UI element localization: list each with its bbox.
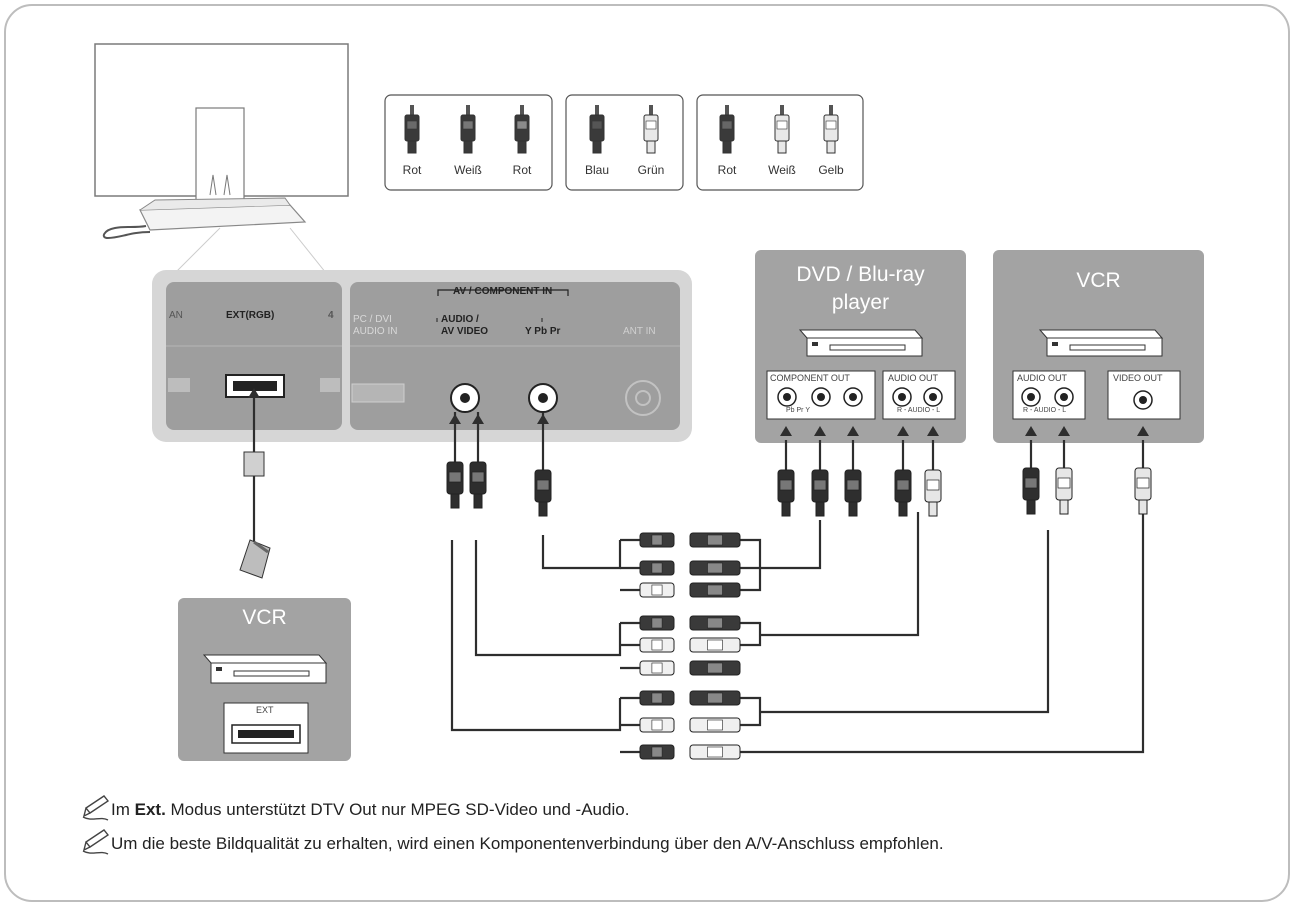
- note1-bold: Ext.: [134, 800, 166, 819]
- dvd-audio-sub-label: R - AUDIO - L: [897, 407, 941, 414]
- legend-label: Gelb: [818, 163, 844, 177]
- legend-label: Blau: [584, 163, 610, 177]
- legend-plug: [823, 105, 839, 154]
- connection-arrows: [248, 388, 1149, 436]
- rca-plug: [534, 469, 552, 517]
- rca-adapter: [639, 582, 675, 598]
- legend-label: Rot: [402, 163, 422, 177]
- rca-plug: [811, 469, 829, 517]
- dvd-title-line2: player: [831, 291, 890, 314]
- rca-plug: [924, 469, 942, 517]
- rca-adapter: [639, 532, 675, 548]
- rca-adapter: [639, 690, 675, 706]
- rca-plug: [1022, 467, 1040, 515]
- dvd-title-line1: DVD / Blu-ray: [796, 263, 925, 286]
- legend-plugs: [404, 105, 839, 154]
- rca-plug: [469, 461, 487, 509]
- legend-plug: [589, 105, 605, 154]
- vcr-audio-out-label: AUDIO OUT: [1017, 373, 1068, 383]
- device-port-panels: [223, 370, 1181, 754]
- legend-plug: [719, 105, 735, 154]
- legend-label: Rot: [512, 163, 532, 177]
- rca-adapter: [689, 582, 741, 598]
- rca-plug: [894, 469, 912, 517]
- legend-label: Weiß: [768, 163, 796, 177]
- av-video-label: AV VIDEO: [441, 326, 489, 337]
- dvd-player-icon: [798, 329, 924, 357]
- rca-adapter: [689, 532, 741, 548]
- av-component-header: AV / COMPONENT IN: [453, 286, 553, 297]
- rca-adapter: [689, 560, 741, 576]
- rca-adapter: [689, 690, 741, 706]
- port-four-label: 4: [328, 310, 334, 321]
- rca-adapter: [639, 744, 675, 760]
- vcr-left-icon: [202, 654, 328, 684]
- dvd-audio-out-label: AUDIO OUT: [888, 373, 939, 383]
- legend-plug: [774, 105, 790, 154]
- note-pencil-icon: [82, 795, 110, 855]
- legend-label: Weiß: [454, 163, 482, 177]
- legend-label: Rot: [717, 163, 737, 177]
- cable-plugs: [446, 461, 1152, 760]
- rca-plug: [777, 469, 795, 517]
- component-out-label: COMPONENT OUT: [770, 373, 850, 383]
- rca-plug: [1055, 467, 1073, 515]
- legend-label: Grün: [637, 163, 665, 177]
- player-drawings: [202, 329, 1164, 684]
- audio-in-label: AUDIO IN: [353, 326, 398, 337]
- rca-adapter: [689, 744, 741, 760]
- rca-adapter: [639, 637, 675, 653]
- pc-dvi-label: PC / DVI: [353, 314, 392, 325]
- component-sub-label: Pb Pr Y: [786, 407, 810, 414]
- note1-text: Modus unterstützt DTV Out nur MPEG SD-Vi…: [165, 800, 630, 819]
- rca-adapter: [639, 615, 675, 631]
- rca-plug: [844, 469, 862, 517]
- legend-plug: [404, 105, 420, 154]
- vcr-ext-label: EXT: [256, 705, 274, 715]
- ypbpr-label: Y Pb Pr: [525, 326, 561, 337]
- vcr-video-out-label: VIDEO OUT: [1113, 373, 1163, 383]
- legend-plug: [514, 105, 530, 154]
- rca-adapter: [689, 637, 741, 653]
- an-port-label: AN: [169, 310, 183, 321]
- note-ext-mode: Im Ext. Modus unterstützt DTV Out nur MP…: [111, 800, 629, 820]
- vcr-left-title: VCR: [242, 606, 287, 629]
- vcr-right-title: VCR: [1076, 269, 1121, 292]
- tv-illustration: [94, 43, 349, 279]
- legend-plug: [460, 105, 476, 154]
- rca-adapter: [639, 717, 675, 733]
- diagram-frame: [4, 4, 1290, 902]
- audio-slash-label: AUDIO /: [441, 314, 479, 325]
- note-component-recommendation: Um die beste Bildqualität zu erhalten, w…: [111, 834, 944, 853]
- legend-plug: [643, 105, 659, 154]
- rca-plug: [1134, 467, 1152, 515]
- rca-adapter: [689, 717, 741, 733]
- note1-prefix: Im: [111, 800, 135, 819]
- rca-adapter: [689, 615, 741, 631]
- vcr-audio-sub-label: R - AUDIO - L: [1023, 407, 1067, 414]
- rca-plug: [446, 461, 464, 509]
- rca-adapter: [639, 660, 675, 676]
- rca-adapter: [689, 660, 741, 676]
- ext-rgb-label: EXT(RGB): [226, 310, 275, 321]
- scart-plug: [239, 451, 271, 579]
- rca-adapter: [639, 560, 675, 576]
- vcr-right-icon: [1038, 329, 1164, 357]
- ant-in-label: ANT IN: [623, 326, 656, 337]
- tv-connector-panel: [152, 270, 692, 442]
